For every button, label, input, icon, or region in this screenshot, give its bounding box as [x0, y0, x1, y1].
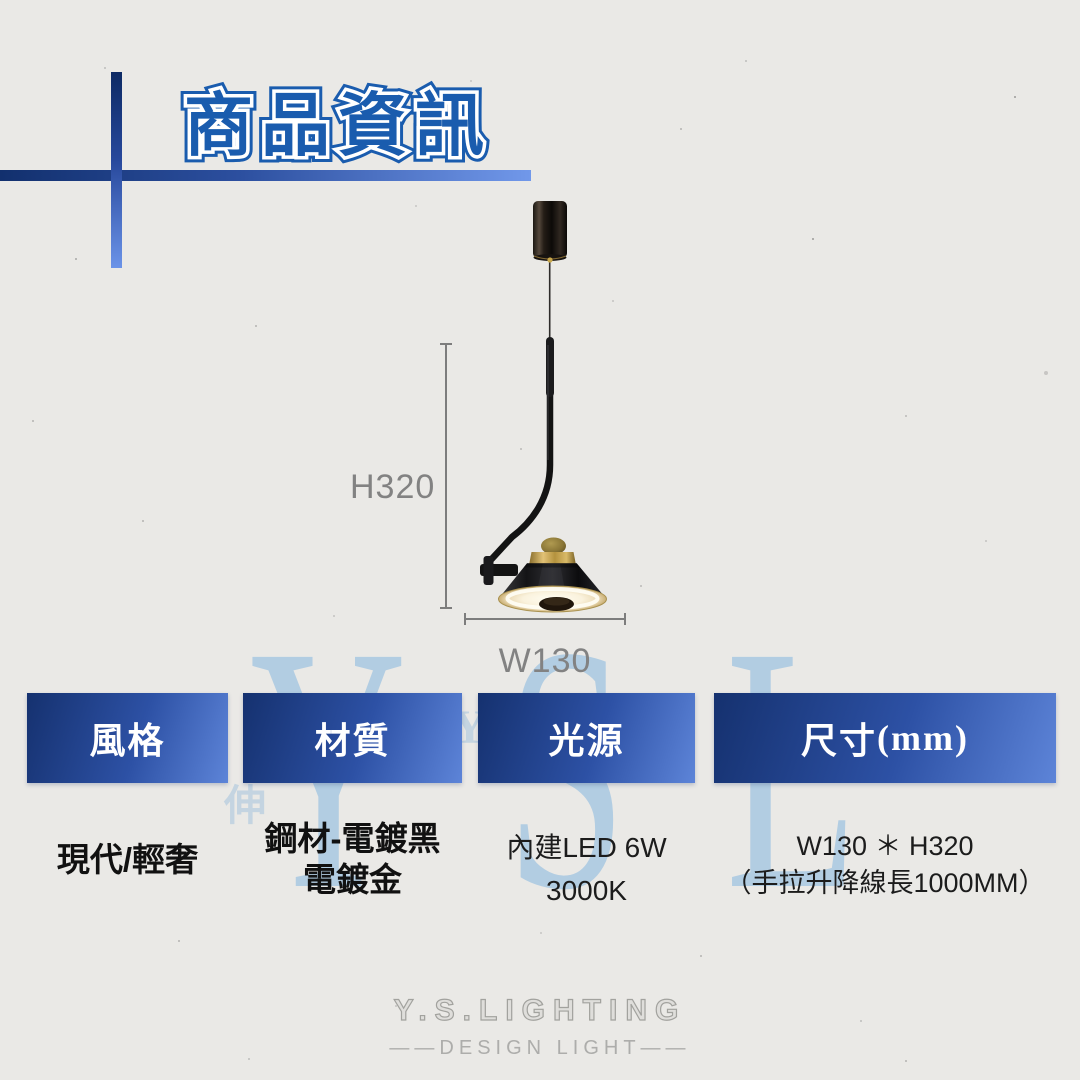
spec-header-light-source-label: 光源: [548, 720, 625, 761]
height-dimension-line: [445, 344, 447, 609]
spec-value-material-line1: 鋼材-電鍍黑: [264, 820, 441, 857]
width-dimension-tick-right: [624, 613, 626, 625]
spec-value-dimensions-line2: （手拉升降線長1000MM）: [724, 868, 1046, 898]
page-title-white-stroke: 商品資訊: [181, 84, 492, 168]
spec-value-light-source-line2: 3000K: [546, 875, 627, 906]
spec-value-light-source-line1: 內建LED 6W: [506, 832, 667, 863]
spec-value-style: 現代/輕奢: [7, 838, 248, 882]
width-dimension-tick-left: [464, 613, 466, 625]
decorative-vertical-line: [111, 72, 122, 268]
spec-value-dimensions-line1: W130 ＊ H320: [796, 831, 974, 861]
spec-header-style-label: 風格: [89, 720, 166, 761]
width-dimension-line: [465, 618, 626, 620]
spec-value-material: 鋼材-電鍍黑 電鍍金: [233, 818, 472, 900]
page-title-text: 商品資訊: [184, 87, 492, 164]
spec-header-material-label: 材質: [314, 720, 391, 761]
watermark-fragment: 伸: [224, 782, 267, 829]
spec-header-dimensions-label: 尺寸: [801, 720, 878, 761]
spec-value-light-source: 內建LED 6W 3000K: [468, 826, 705, 912]
product-image-pendant-lamp: [480, 201, 607, 613]
decorative-horizontal-line: [0, 170, 531, 181]
footer-brand: Y.S.LIGHTING: [393, 993, 687, 1027]
width-dimension-label: W130: [498, 642, 592, 680]
spec-header-style: 風格: [27, 693, 228, 783]
page-title: 商品資訊 商品資訊 商品資訊: [178, 76, 704, 186]
footer: Y.S.LIGHTING ——DESIGN LIGHT——: [0, 993, 1080, 1060]
footer-tagline: ——DESIGN LIGHT——: [389, 1037, 691, 1059]
spec-value-material-line2: 電鍍金: [303, 861, 402, 898]
spec-value-dimensions: W130 ＊ H320 （手拉升降線長1000MM）: [702, 828, 1068, 902]
paper-speckle-texture: [0, 0, 2, 2]
page-title-outline: 商品資訊: [178, 81, 492, 171]
spec-header-dimensions: 尺寸(mm): [714, 693, 1056, 783]
height-dimension-tick-bottom: [440, 607, 452, 609]
spec-header-material: 材質: [243, 693, 462, 783]
height-dimension-tick-top: [440, 343, 452, 345]
spec-value-style-line: 現代/輕奢: [56, 841, 199, 878]
height-dimension-label: H320: [350, 468, 436, 506]
spec-header-light-source: 光源: [478, 693, 695, 783]
spec-header-dimensions-unit: (mm): [877, 718, 969, 758]
